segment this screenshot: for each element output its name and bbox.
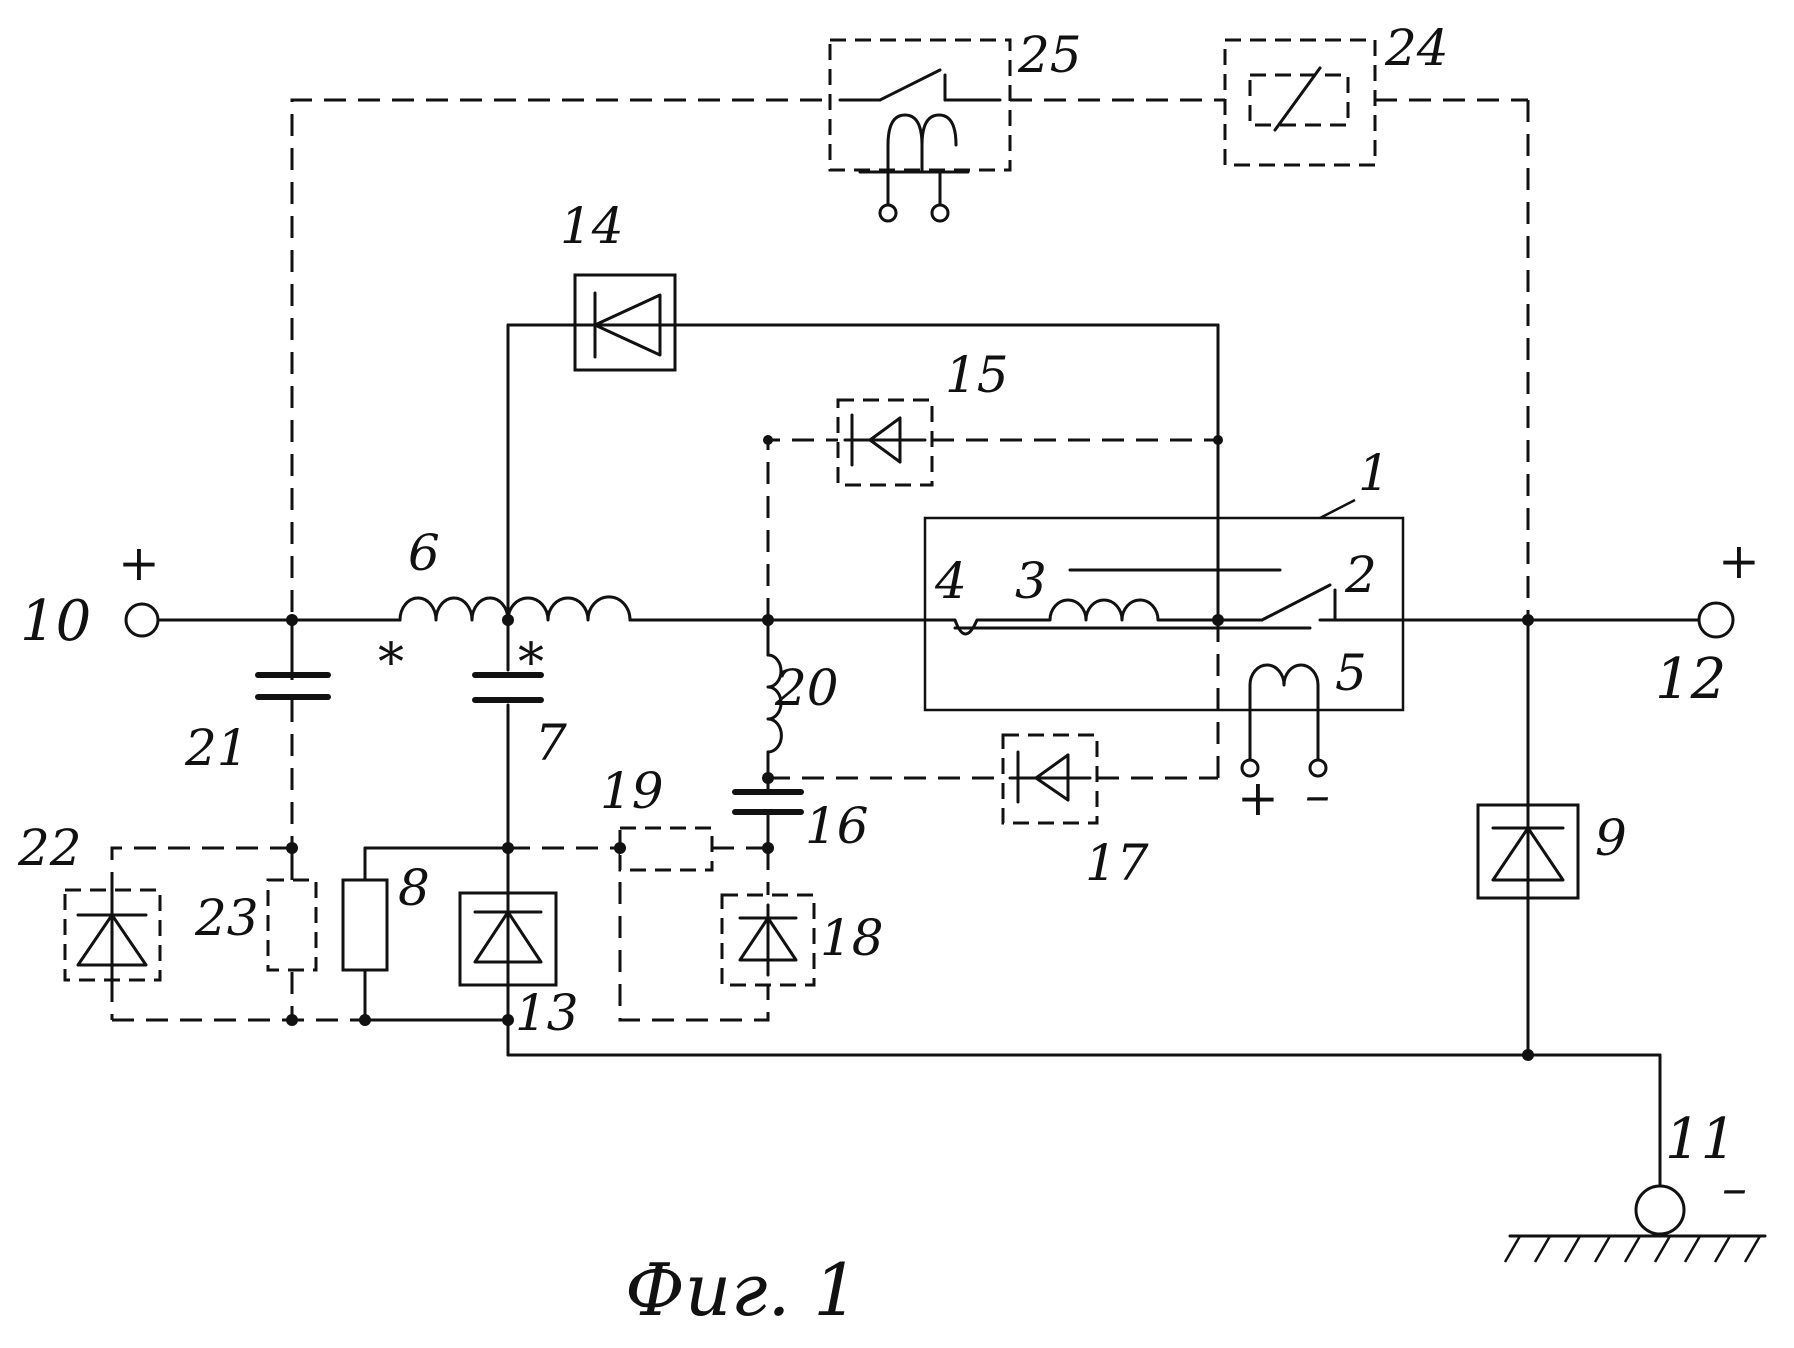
- relay-block-leader: [1320, 500, 1355, 518]
- capacitor-16: [735, 792, 801, 812]
- element-17: [1003, 735, 1097, 823]
- label-coil-5: 5: [1335, 644, 1367, 702]
- label-input-terminal: 10: [20, 589, 91, 654]
- element-22: [65, 890, 160, 980]
- resistor-8: [343, 880, 387, 970]
- input-plus-sign: +: [118, 534, 160, 592]
- label-element-24: 24: [1384, 19, 1449, 77]
- coil5-plus-sign: +: [1237, 769, 1279, 827]
- label-diode-9: 9: [1595, 809, 1627, 867]
- label-capacitor-7: 7: [535, 714, 567, 772]
- element-18: [722, 895, 814, 985]
- label-contact-2: 2: [1344, 546, 1377, 604]
- input-terminal-10: [126, 604, 158, 636]
- label-capacitor-16: 16: [805, 797, 869, 855]
- label-element-22: 22: [17, 819, 82, 877]
- coil5-minus-sign: –: [1305, 766, 1330, 824]
- label-diode-14: 14: [560, 197, 624, 255]
- label-element-25: 25: [1017, 26, 1082, 84]
- label-choke-6: 6: [408, 524, 440, 582]
- relay-block-1: [925, 518, 1403, 776]
- label-element-18: 18: [820, 909, 884, 967]
- output-terminal-12: [1699, 603, 1733, 637]
- label-capacitor-21: 21: [184, 719, 249, 777]
- label-element-19: 19: [600, 762, 664, 820]
- dashed-wiring: [112, 100, 1528, 1020]
- label-resistor-8: 8: [398, 859, 430, 917]
- diode-13: [460, 893, 556, 985]
- choke-6: [400, 597, 630, 620]
- label-element-4: 4: [934, 552, 967, 610]
- start-mark-left: *: [378, 633, 404, 693]
- output-plus-sign: +: [1718, 532, 1760, 590]
- element-24: [1225, 40, 1375, 165]
- element-15: [838, 400, 932, 485]
- label-coil-3: 3: [1015, 552, 1047, 610]
- label-relay-block-1: 1: [1358, 444, 1390, 502]
- label-element-15: 15: [945, 346, 1009, 404]
- label-element-23: 23: [194, 889, 259, 947]
- label-diode-13: 13: [515, 984, 579, 1042]
- label-element-17: 17: [1085, 834, 1149, 892]
- element-23: [268, 880, 316, 970]
- element-25: [830, 40, 1010, 221]
- label-output-terminal: 12: [1655, 647, 1726, 712]
- element-19: [620, 828, 712, 870]
- diode-14: [575, 275, 675, 370]
- ground-minus-sign: –: [1722, 1159, 1747, 1217]
- start-mark-right: *: [518, 633, 544, 693]
- figure-caption: Фиг. 1: [625, 1248, 859, 1332]
- label-choke-20: 20: [774, 659, 839, 717]
- diode-9: [1478, 805, 1578, 898]
